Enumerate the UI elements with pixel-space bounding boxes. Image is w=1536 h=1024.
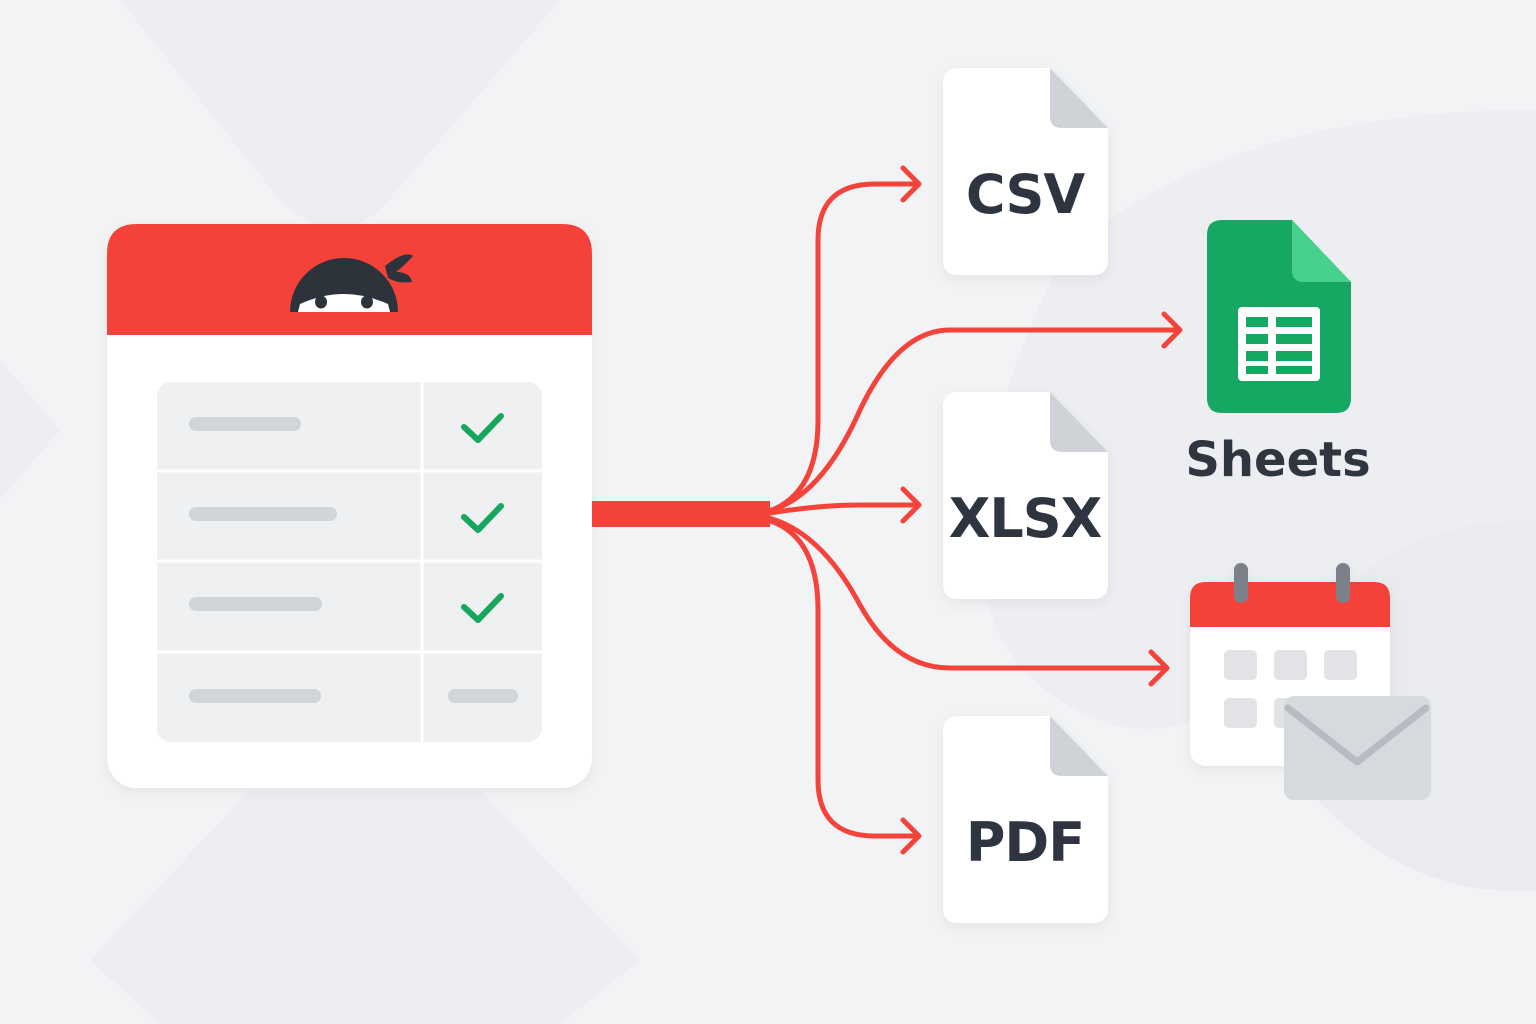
arrow-to-sheets <box>762 327 1180 515</box>
envelope-icon <box>1284 696 1431 800</box>
csv-file: CSV <box>943 68 1108 275</box>
table-row <box>189 689 518 703</box>
checkmark-icon <box>461 503 504 533</box>
arrowhead-calendar <box>1148 649 1170 687</box>
main-connector <box>592 501 770 527</box>
ninja-mascot-icon <box>290 254 413 312</box>
xlsx-label: XLSX <box>949 487 1102 550</box>
arrow-to-pdf <box>757 515 918 839</box>
pending-dash <box>448 689 518 703</box>
arrow-to-xlsx <box>767 502 918 516</box>
csv-label: CSV <box>966 163 1086 226</box>
arrowhead-xlsx <box>900 486 922 524</box>
arrow-to-calendar <box>762 514 1167 671</box>
row-placeholder <box>189 597 322 611</box>
export-arrows <box>592 165 1183 855</box>
checkmark-icon <box>461 593 504 623</box>
arrowhead-sheets <box>1161 311 1183 349</box>
arrowhead-pdf <box>900 817 922 855</box>
google-sheets-icon <box>1207 220 1351 413</box>
checkmark-icon <box>461 413 504 443</box>
table-row <box>189 593 504 623</box>
row-placeholder <box>189 417 301 431</box>
arrow-to-csv <box>757 181 918 517</box>
form-table <box>157 382 542 742</box>
row-placeholder <box>189 507 337 521</box>
arrowhead-csv <box>900 165 922 203</box>
sheets-label: Sheets <box>1185 432 1370 488</box>
pdf-file: PDF <box>943 716 1108 923</box>
table-row <box>189 413 504 443</box>
xlsx-file: XLSX <box>943 392 1108 599</box>
table-row <box>189 503 504 533</box>
pdf-label: PDF <box>966 811 1084 874</box>
row-placeholder <box>189 689 321 703</box>
